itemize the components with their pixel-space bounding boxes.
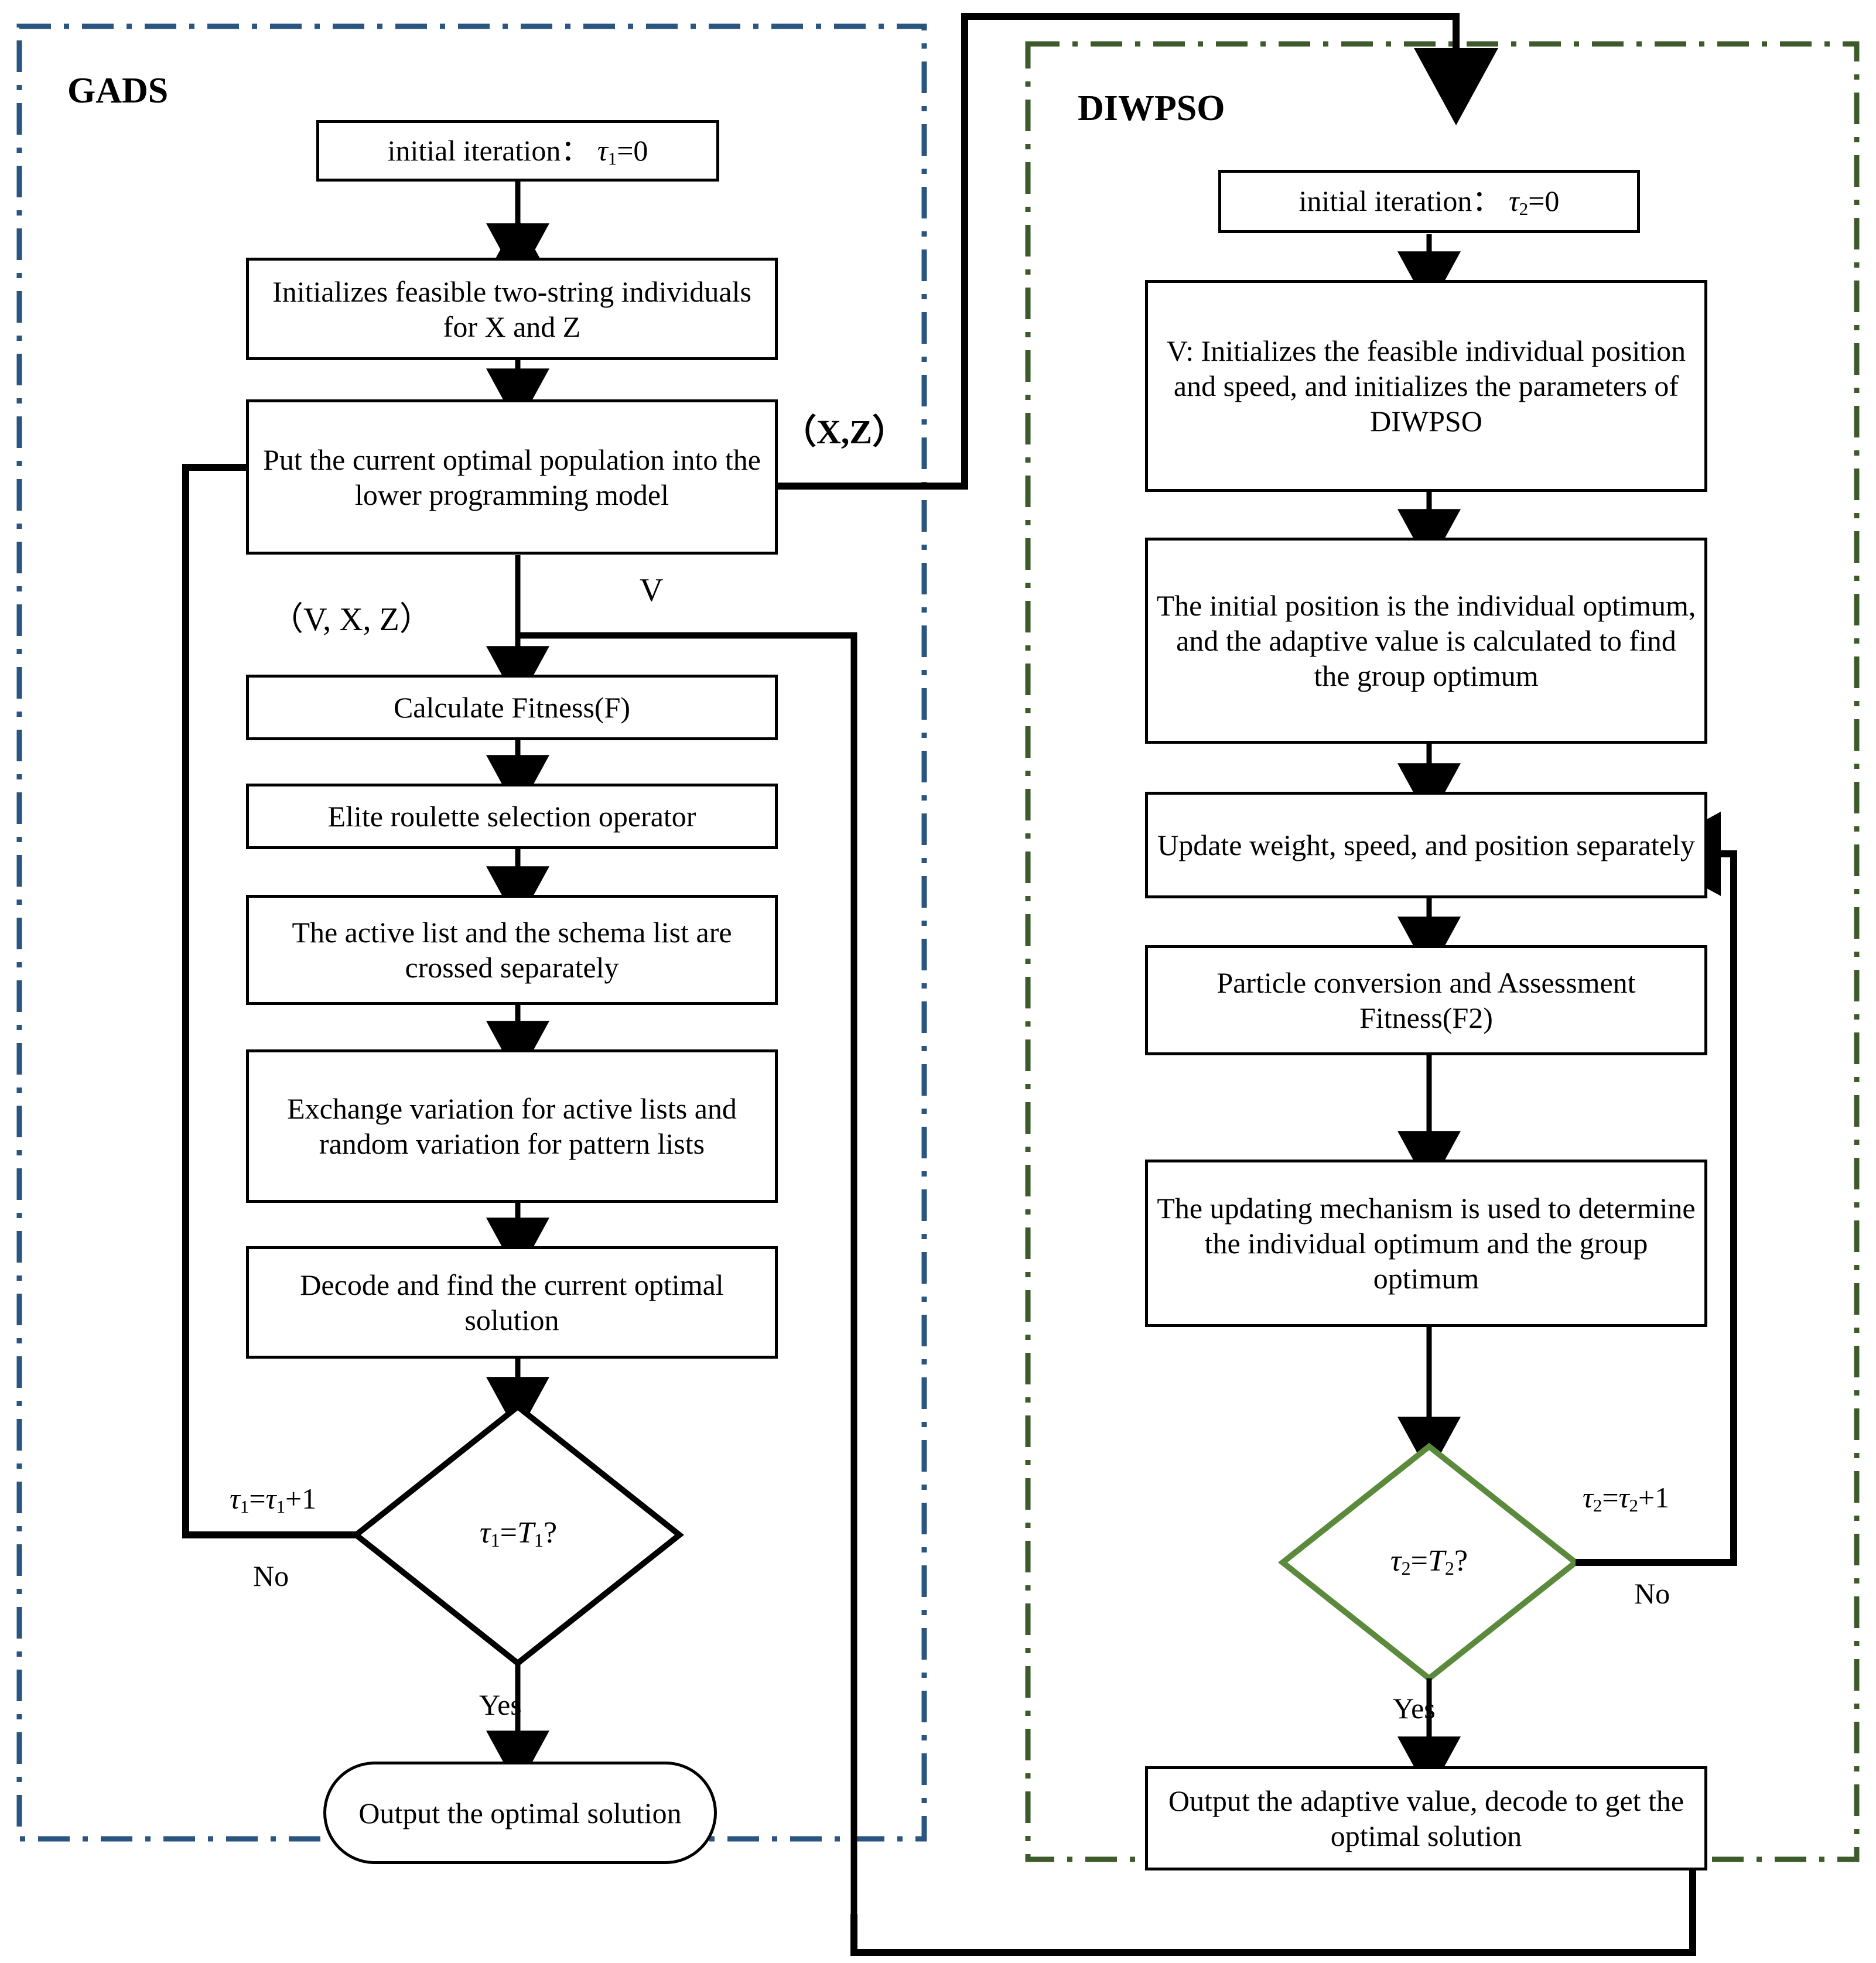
edge-label-v: V xyxy=(640,572,664,608)
gads-node-crossover[interactable]: The active list and the schema list are … xyxy=(246,895,778,1005)
gads-panel-title: GADS xyxy=(67,71,169,111)
gads-node-initial-iteration-label: initial iteration： τ1=0 xyxy=(387,134,648,169)
edge-label-vxz: （V, X, Z） xyxy=(271,601,432,638)
diwpso-node-output-optimal[interactable]: Output the adaptive value, decode to get… xyxy=(1145,1766,1707,1870)
diwpso-node-initialize-swarm[interactable]: V: Initializes the feasible individual p… xyxy=(1145,280,1707,492)
diwpso-decision-label: τ2=T2? xyxy=(1390,1544,1468,1579)
gads-node-decode[interactable]: Decode and find the current optimal solu… xyxy=(246,1246,778,1359)
diwpso-node-initial-iteration[interactable]: initial iteration： τ2=0 xyxy=(1218,170,1640,233)
edge-label-diwpso-yes: Yes xyxy=(1393,1692,1436,1725)
edge-label-gads-yes: Yes xyxy=(479,1688,522,1721)
edge-diwpso-no-loop xyxy=(1576,812,1737,1566)
gads-node-mutation[interactable]: Exchange variation for active lists and … xyxy=(246,1049,778,1203)
gads-node-put-population[interactable]: Put the current optimal population into … xyxy=(246,399,778,555)
diwpso-panel-border xyxy=(1025,41,1860,1862)
edge-label-gads-increment: τ1=τ1+1 xyxy=(230,1482,317,1517)
edge-label-gads-no: No xyxy=(253,1560,289,1592)
diwpso-node-particle-conversion[interactable]: Particle conversion and Assessment Fitne… xyxy=(1145,945,1707,1055)
edge-label-diwpso-increment: τ2=τ2+1 xyxy=(1583,1481,1670,1516)
diwpso-node-updating-mechanism[interactable]: The updating mechanism is used to determ… xyxy=(1145,1160,1707,1327)
gads-node-initial-iteration[interactable]: initial iteration： τ1=0 xyxy=(316,120,719,182)
edge-label-diwpso-no: No xyxy=(1634,1577,1670,1610)
gads-panel-border xyxy=(16,23,927,1842)
gads-node-elite-roulette[interactable]: Elite roulette selection operator xyxy=(246,784,778,849)
diwpso-panel-title: DIWPSO xyxy=(1078,88,1225,128)
diwpso-node-update-weight[interactable]: Update weight, speed, and position separ… xyxy=(1145,792,1707,898)
gads-node-initialize-individuals[interactable]: Initializes feasible two-string individu… xyxy=(246,258,778,360)
gads-node-calculate-fitness[interactable]: Calculate Fitness(F) xyxy=(246,675,778,740)
edge-global-bottom-return xyxy=(850,1868,1696,1956)
gads-node-output-optimal[interactable]: Output the optimal solution xyxy=(323,1762,717,1864)
edge-xz-transfer xyxy=(775,13,1498,490)
diwpso-node-initial-iteration-label: initial iteration： τ2=0 xyxy=(1298,184,1560,219)
edge-label-xz: （X,Z） xyxy=(782,413,907,451)
diwpso-node-initial-position-optimum[interactable]: The initial position is the individual o… xyxy=(1145,538,1707,744)
gads-decision-label: τ1=T1? xyxy=(479,1516,558,1551)
